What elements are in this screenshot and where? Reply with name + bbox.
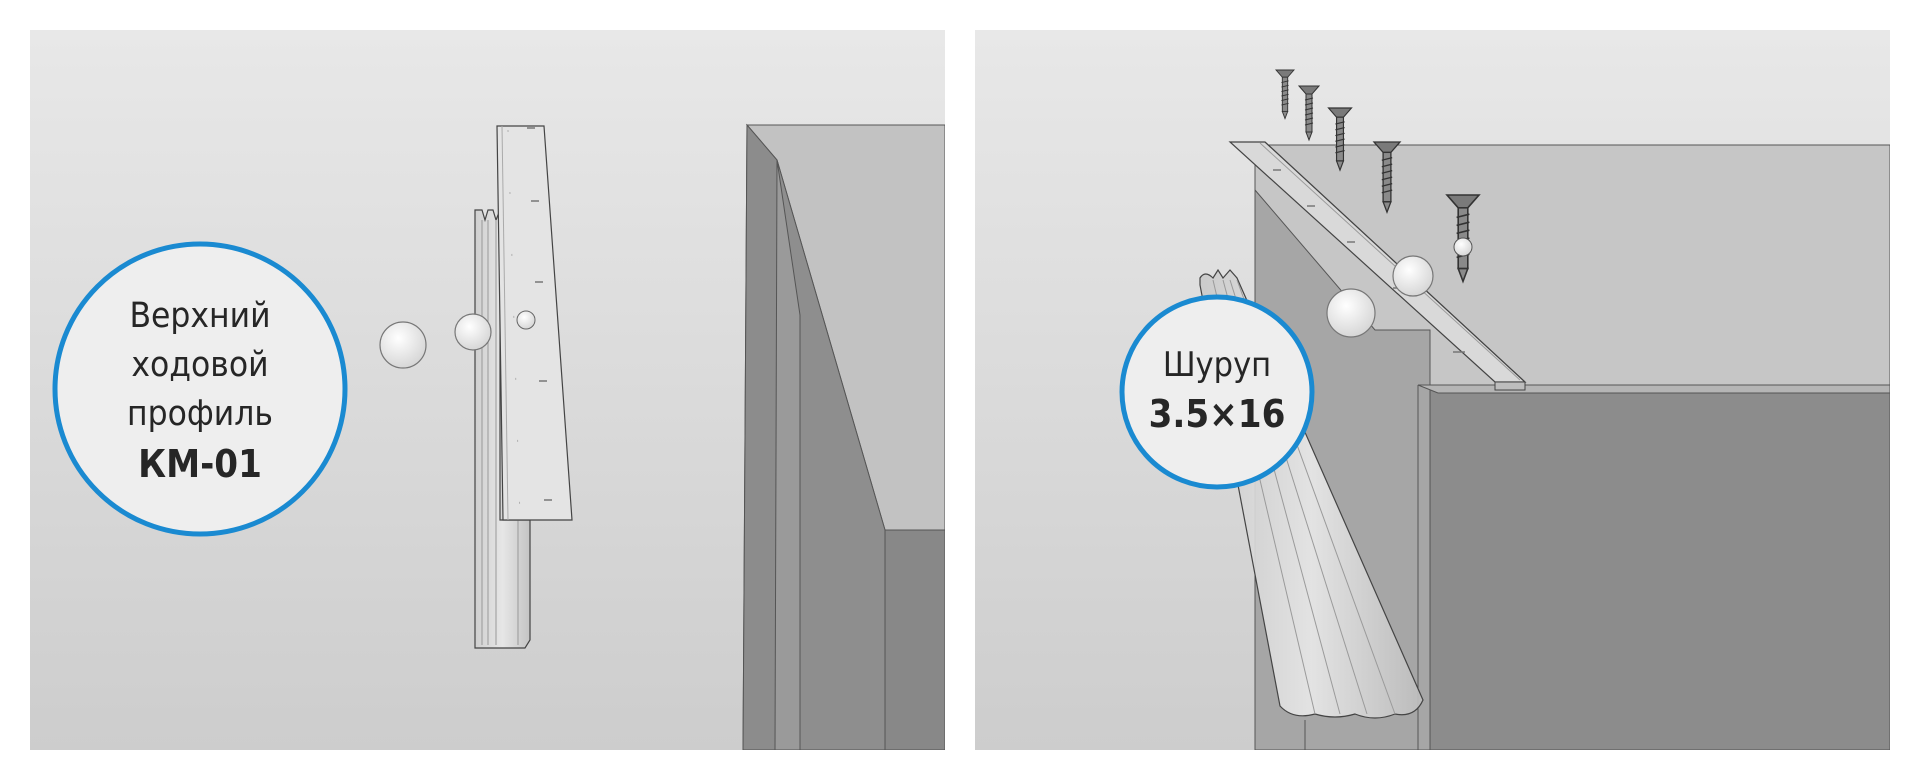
profile-callout: Верхний ходовой профиль КМ-01 [52,241,348,537]
left-illustration: Верхний ходовой профиль КМ-01 [30,30,945,750]
right-illustration: Шуруп 3.5×16 [975,30,1890,750]
callout-line-3: профиль [127,394,273,434]
bubble-marker [1392,255,1434,297]
bubble-marker [1326,288,1376,338]
right-illustration-panel: Шуруп 3.5×16 [975,30,1890,750]
callout-line-2: ходовой [131,345,268,385]
callout-screw-label: Шуруп [1163,345,1271,385]
screw-hole-marks [527,127,552,501]
bubble-marker [1453,237,1473,257]
screw-callout: Шуруп 3.5×16 [1119,294,1315,490]
top-running-profile [474,125,573,649]
callout-line-1: Верхний [129,296,270,336]
callout-code: КМ-01 [138,442,262,486]
callout-screw-size: 3.5×16 [1149,392,1286,436]
bubble-marker [454,313,492,351]
left-illustration-panel: Верхний ходовой профиль КМ-01 [30,30,945,750]
bubble-marker [379,321,427,369]
cabinet [742,123,945,750]
